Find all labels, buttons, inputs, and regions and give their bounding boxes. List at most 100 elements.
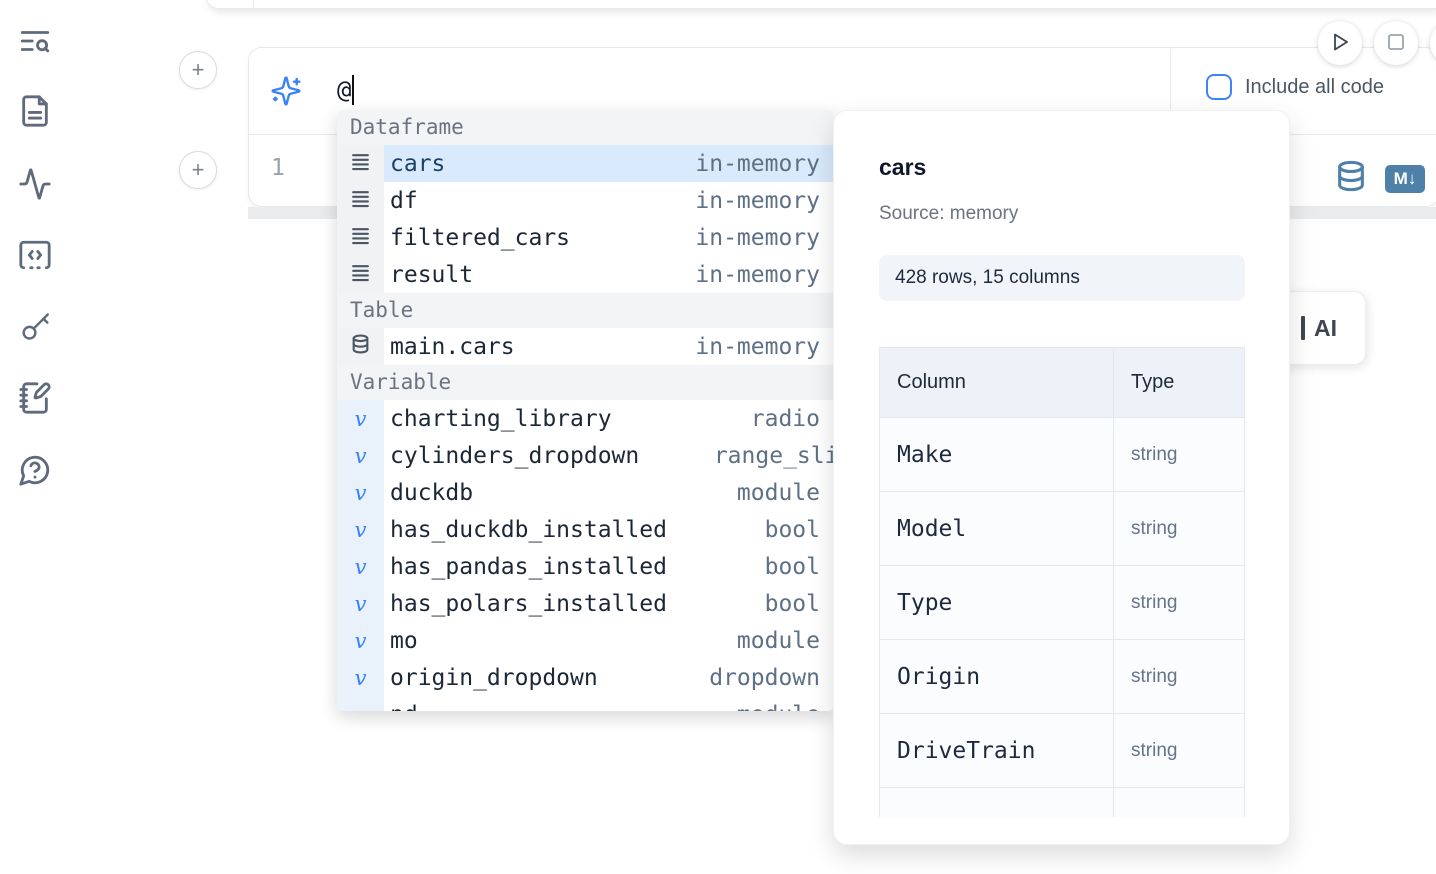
autocomplete-item[interactable]: v cylinders_dropdown range_slider	[337, 437, 834, 474]
item-name: filtered_cars	[390, 224, 571, 251]
variable-icon: v	[355, 703, 367, 712]
clipped-letter	[1301, 316, 1305, 340]
item-type: bool	[764, 590, 820, 617]
run-cell-button[interactable]	[1318, 21, 1362, 65]
item-name: pd	[390, 702, 418, 712]
item-type: in-memory	[695, 187, 820, 214]
variable-icon: v	[354, 517, 367, 542]
autocomplete-item[interactable]: v has_duckdb_installed bool	[337, 511, 834, 548]
ai-prompt-row: @ Include all code	[249, 48, 1436, 134]
item-type: radio	[750, 405, 820, 432]
partial-hidden-button[interactable]	[1430, 21, 1436, 65]
item-type: in-memory	[695, 224, 820, 251]
autocomplete-item[interactable]: v origin_dropdown dropdown	[337, 659, 834, 696]
cell-run-controls	[1318, 21, 1436, 65]
schema-row	[879, 787, 1245, 817]
item-type: module	[736, 479, 820, 506]
item-type: in-memory	[695, 150, 820, 177]
files-button[interactable]	[16, 93, 54, 131]
variable-icon: v	[354, 480, 367, 505]
list-search-icon	[18, 24, 52, 61]
previous-cell-bottom-edge	[205, 0, 1436, 9]
column-type-cell: string	[1113, 491, 1245, 566]
column-name-cell: Model	[879, 491, 1114, 566]
item-kind-gutter: v	[337, 548, 384, 585]
autocomplete-item[interactable]: v df in-memory	[337, 182, 834, 219]
database-icon[interactable]	[1335, 159, 1367, 198]
item-kind-gutter: v	[337, 400, 384, 437]
code-editor-row[interactable]: 1 M↓	[249, 135, 1436, 206]
help-chat-icon	[18, 453, 52, 490]
dataframe-preview-popover: cars Source: memory 428 rows, 15 columns…	[833, 110, 1290, 845]
stop-cell-button[interactable]	[1374, 21, 1418, 65]
autocomplete-item[interactable]: v duckdb module	[337, 474, 834, 511]
scratchpad-button[interactable]	[16, 380, 54, 418]
item-name: df	[390, 187, 418, 214]
preview-source: Source: memory	[879, 203, 1019, 224]
autocomplete-item[interactable]: v filtered_cars in-memory	[337, 219, 834, 256]
autocomplete-item[interactable]: v mo module	[337, 622, 834, 659]
column-type-cell: string	[1113, 639, 1245, 714]
item-name: cars	[390, 150, 446, 177]
key-icon	[18, 309, 52, 346]
previous-cell-gutter-divider	[253, 0, 254, 8]
variable-icon: v	[354, 443, 367, 468]
autocomplete-item[interactable]: v result in-memory	[337, 256, 834, 293]
item-type: in-memory	[695, 261, 820, 288]
variable-icon: v	[354, 591, 367, 616]
item-name: has_pandas_installed	[390, 553, 667, 580]
add-cell-below-button[interactable]: +	[179, 151, 217, 189]
cell-action-icons: M↓	[1335, 159, 1425, 198]
add-cell-above-button[interactable]: +	[179, 51, 217, 89]
column-name-cell: Origin	[879, 639, 1114, 714]
item-name: has_polars_installed	[390, 590, 667, 617]
autocomplete-item[interactable]: v has_pandas_installed bool	[337, 548, 834, 585]
column-type-cell: string	[1113, 713, 1245, 788]
dataframe-icon	[350, 225, 371, 251]
ai-prompt-input[interactable]: @	[337, 75, 355, 105]
item-kind-gutter: v	[337, 219, 384, 256]
table-of-contents-search-button[interactable]	[16, 23, 54, 61]
tracing-button[interactable]	[16, 166, 54, 204]
include-all-code-toggle[interactable]: Include all code	[1206, 74, 1384, 100]
autocomplete-item[interactable]: v cars in-memory	[337, 145, 834, 182]
item-kind-gutter: v	[337, 328, 384, 365]
variable-icon: v	[354, 406, 367, 431]
autocomplete-item[interactable]: v has_polars_installed bool	[337, 585, 834, 622]
snippets-code-icon	[18, 238, 52, 275]
item-kind-gutter: v	[337, 437, 384, 474]
item-name: origin_dropdown	[390, 664, 598, 691]
item-kind-gutter: v	[337, 474, 384, 511]
item-type: bool	[764, 516, 820, 543]
ai-sparkles-icon	[270, 75, 302, 112]
column-type-cell	[1113, 787, 1245, 817]
item-type: module	[737, 702, 820, 712]
table-database-icon	[350, 333, 371, 360]
help-button[interactable]	[16, 452, 54, 490]
column-type-cell: string	[1113, 417, 1245, 492]
markdown-icon[interactable]: M↓	[1385, 164, 1425, 193]
snippets-button[interactable]	[16, 237, 54, 275]
schema-header-cell: Type	[1113, 347, 1245, 418]
include-all-code-checkbox[interactable]	[1206, 74, 1232, 100]
autocomplete-item[interactable]: v pd module	[337, 696, 834, 711]
column-name-cell: Type	[879, 565, 1114, 640]
item-kind-gutter: v	[337, 622, 384, 659]
include-all-code-label: Include all code	[1245, 75, 1384, 98]
autocomplete-section-header: Table	[337, 293, 834, 328]
dataframe-icon	[350, 151, 371, 177]
scratchpad-notebook-icon	[18, 381, 52, 418]
ai-row-divider	[1170, 49, 1171, 133]
autocomplete-item[interactable]: v charting_library radio	[337, 400, 834, 437]
autocomplete-item[interactable]: v main.cars in-memory	[337, 328, 834, 365]
play-icon	[1328, 30, 1352, 57]
item-name: mo	[390, 627, 418, 654]
secrets-button[interactable]	[16, 308, 54, 346]
schema-header-cell: Column	[879, 347, 1114, 418]
activity-icon	[18, 167, 52, 204]
column-type-cell: string	[1113, 565, 1245, 640]
